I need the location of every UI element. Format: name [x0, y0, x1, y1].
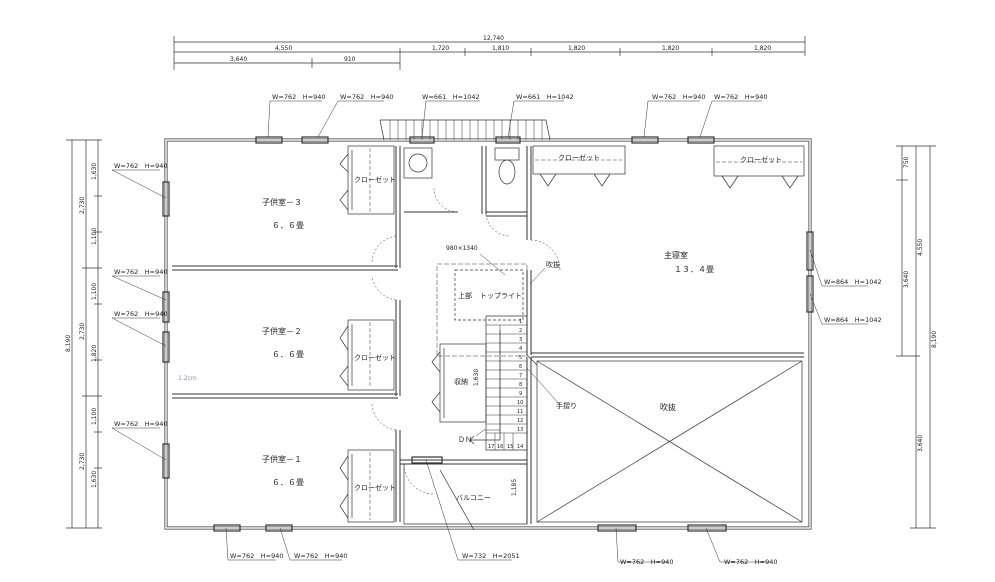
dim-left-3: 2,730: [79, 453, 86, 470]
window-label: W=762 H=940: [230, 552, 284, 560]
dim-left-total: 8,190: [65, 335, 72, 352]
stair-step: 7: [519, 373, 522, 379]
room-child2-name: 子供室－２: [262, 326, 302, 336]
dim-top-5: 1,820: [662, 45, 679, 52]
window-label: W=762 H=940: [652, 93, 706, 101]
handrail-label: 手摺り: [556, 401, 577, 410]
window-label: W=762 H=940: [714, 93, 768, 101]
dim-right-e: 8,190: [931, 331, 938, 348]
stair-step: 12: [517, 418, 523, 424]
dim-right-c: 3,640: [903, 271, 910, 288]
window-label: W=762 H=940: [294, 552, 348, 560]
window-label: W=762 H=940: [114, 310, 168, 318]
window-label: W=864 H=1042: [824, 316, 882, 324]
room-master-name: 主寝室: [664, 250, 688, 260]
window-label: W=762 H=940: [272, 93, 326, 101]
closet-label-master-1: クローゼット: [558, 153, 600, 162]
handwritten-note: 1.2cm: [178, 375, 197, 382]
dim-right-b: 4,550: [917, 239, 924, 256]
dim-left-1: 2,730: [79, 197, 86, 214]
closet-label-2: クローゼット: [354, 353, 396, 362]
dim-left-2: 2,730: [79, 323, 86, 340]
window-label: W=762 H=940: [620, 558, 674, 566]
stair-step: 4: [519, 346, 522, 352]
window-label: W=732 H=2051: [462, 552, 520, 560]
stair-dim: 1,630: [473, 369, 480, 386]
window-label: W=661 H=1042: [422, 93, 480, 101]
dim-left-4: 1,630: [91, 163, 98, 180]
window-label: W=762 H=940: [724, 558, 778, 566]
balcony-dim: 1,185: [511, 479, 518, 496]
down-label: ＤＮ: [458, 436, 472, 444]
dim-left-9: 1,630: [91, 471, 98, 488]
dim-top-4: 1,820: [568, 45, 585, 52]
void-label: 吹抜: [660, 402, 676, 412]
stair-step: 2: [519, 328, 522, 334]
dim-top-total: 12,740: [483, 35, 504, 42]
dim-right-a: 750: [903, 156, 910, 168]
stair-step: 5: [519, 355, 522, 361]
stair-step: 1: [519, 319, 522, 325]
dim-right-d: 3,640: [917, 435, 924, 452]
dim-top-2: 1,720: [432, 45, 449, 52]
room-child1-size: ６．６畳: [272, 478, 304, 487]
dim-left-5: 1,100: [91, 228, 98, 245]
stair-step: 3: [519, 337, 522, 343]
stair-step: 8: [519, 382, 522, 388]
room-master-size: １３．４畳: [674, 265, 714, 274]
closet-label-1: クローゼット: [354, 483, 396, 492]
window-label: W=762 H=940: [114, 420, 168, 428]
stair-step: 17: [488, 444, 494, 450]
closet-label-3: クローゼット: [354, 175, 396, 184]
stair-step: 14: [517, 444, 523, 450]
skylight-size: 980×1340: [446, 245, 478, 252]
room-child1-name: 子供室－１: [262, 454, 302, 464]
skylight-top-label: 上部: [458, 291, 472, 300]
room-child2-size: ６．６畳: [272, 350, 304, 359]
stair-step: 9: [519, 391, 522, 397]
dim-left-8: 1,100: [91, 408, 98, 425]
dim-top-3: 1,810: [492, 45, 509, 52]
dim-top-1: 4,550: [275, 45, 292, 52]
dim-left-7: 1,820: [91, 345, 98, 362]
dim-left-6: 1,100: [91, 283, 98, 300]
stair-step: 16: [497, 444, 503, 450]
stair-step: 15: [507, 444, 513, 450]
room-child3-name: 子供室－３: [262, 197, 302, 207]
dim-top-6: 1,820: [754, 45, 771, 52]
stair-step: 11: [517, 409, 523, 415]
balcony-label: バルコニー: [456, 494, 491, 502]
dim-top-8: 910: [344, 56, 356, 63]
storage-label: 収納: [454, 377, 468, 386]
stair-step: 10: [517, 400, 523, 406]
window-label: W=762 H=940: [340, 93, 394, 101]
dim-top-7: 3,640: [230, 56, 247, 63]
window-label: W=661 H=1042: [516, 93, 574, 101]
window-label: W=762 H=940: [114, 162, 168, 170]
void-small-label: 吹抜: [546, 260, 560, 269]
window-label: W=864 H=1042: [824, 278, 882, 286]
closet-label-master-2: クローゼット: [740, 155, 782, 164]
room-child3-size: ６．６畳: [272, 221, 304, 230]
skylight-label: トップライト: [480, 292, 522, 300]
stair-step: 13: [517, 427, 523, 433]
window-label: W=762 H=940: [114, 268, 168, 276]
stair-step: 6: [519, 364, 522, 370]
